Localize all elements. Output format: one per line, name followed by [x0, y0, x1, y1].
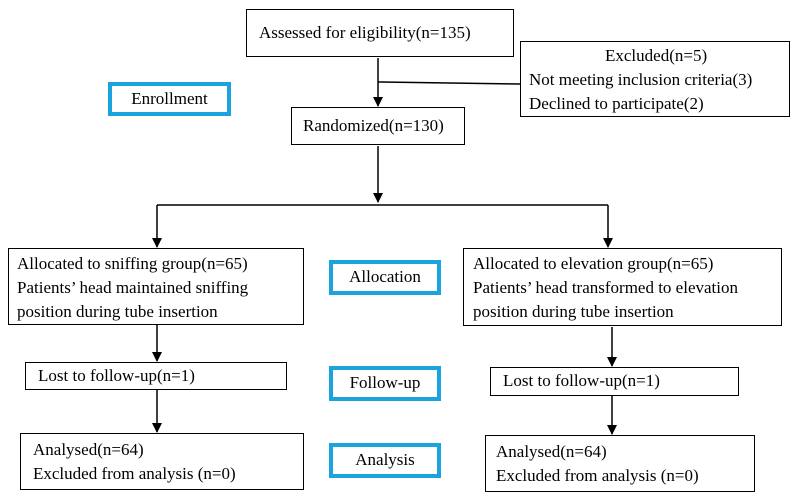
sniffing-analysis-text: Excluded from analysis (n=0): [33, 464, 236, 483]
elevation-allocated-text: Patients’ head transformed to elevation: [473, 278, 738, 297]
line-to-excluded: [377, 81, 521, 85]
randomized-box: Randomized(n=130): [291, 107, 465, 145]
excluded-reason: Not meeting inclusion criteria(3): [529, 70, 753, 89]
stage-follow-up: Follow-up: [329, 366, 441, 401]
stage-follow-up-label: Follow-up: [349, 373, 421, 392]
sniffing-allocation-box: Allocated to sniffing group(n=65) Patien…: [8, 248, 304, 325]
elevation-analysis-text: Analysed(n=64): [496, 442, 607, 461]
sniffing-allocated-text: Allocated to sniffing group(n=65): [17, 254, 248, 273]
sniffing-analysis-box: Analysed(n=64) Excluded from analysis (n…: [20, 433, 304, 490]
stage-allocation: Allocation: [329, 260, 441, 295]
elevation-lost-text: Lost to follow-up(n=1): [503, 371, 660, 390]
excluded-box: Excluded(n=5) Not meeting inclusion crit…: [520, 41, 790, 117]
sniffing-lost-text: Lost to follow-up(n=1): [38, 366, 195, 385]
elevation-lost-box: Lost to follow-up(n=1): [490, 367, 739, 396]
assessed-text: Assessed for eligibility(n=135): [259, 23, 471, 42]
stage-enrollment: Enrollment: [108, 82, 231, 116]
stage-analysis: Analysis: [329, 443, 441, 478]
sniffing-analysis-text: Analysed(n=64): [33, 440, 144, 459]
randomized-text: Randomized(n=130): [303, 116, 444, 135]
stage-analysis-label: Analysis: [355, 450, 415, 469]
elevation-allocation-box: Allocated to elevation group(n=65) Patie…: [463, 248, 782, 326]
elevation-allocated-text: position during tube insertion: [473, 302, 674, 321]
excluded-title: Excluded(n=5): [605, 46, 708, 65]
elevation-analysis-text: Excluded from analysis (n=0): [496, 466, 699, 485]
stage-allocation-label: Allocation: [349, 267, 421, 286]
elevation-analysis-box: Analysed(n=64) Excluded from analysis (n…: [485, 435, 755, 492]
stage-enrollment-label: Enrollment: [131, 89, 208, 108]
sniffing-allocated-text: position during tube insertion: [17, 302, 218, 321]
sniffing-lost-box: Lost to follow-up(n=1): [25, 362, 287, 390]
assessed-box: Assessed for eligibility(n=135): [246, 9, 514, 57]
elevation-allocated-text: Allocated to elevation group(n=65): [473, 254, 714, 273]
sniffing-allocated-text: Patients’ head maintained sniffing: [17, 278, 249, 297]
excluded-reason: Declined to participate(2): [529, 94, 704, 113]
